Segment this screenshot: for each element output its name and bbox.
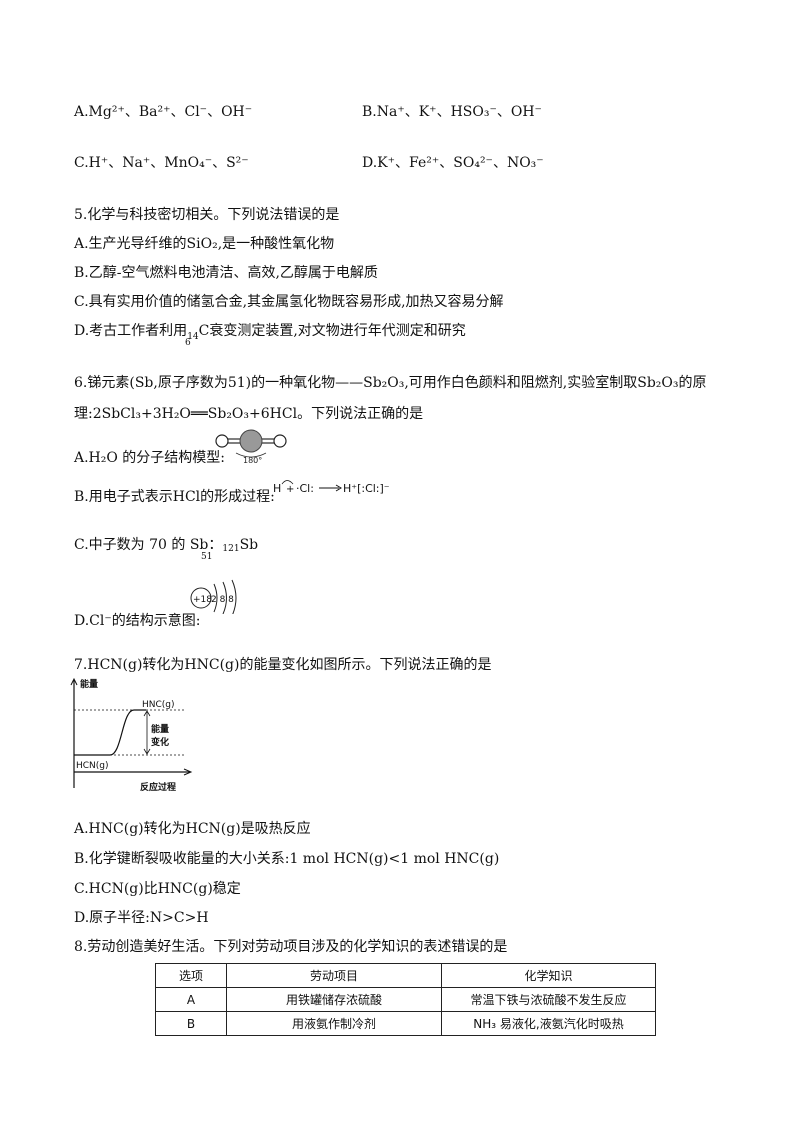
h-atom: H (273, 482, 281, 495)
shell-arc-3 (231, 579, 237, 614)
nucleus-charge: +18 (193, 595, 212, 605)
q4-option-a: A.Mg²⁺、Ba²⁺、Cl⁻、OH⁻ (74, 104, 253, 120)
delta-label-2: 变化 (151, 736, 169, 748)
q5-option-d: D.考古工作者利用14C衰变测定装置,对文物进行年代测定和研究 (74, 320, 466, 342)
q5-option-d-post: 衰变测定装置,对文物进行年代测定和研究 (209, 323, 466, 339)
q8-table: 选项 劳动项目 化学知识 A 用铁罐储存浓硫酸 常温下铁与浓硫酸不发生反应 B … (155, 963, 656, 1036)
x-axis-label: 反应过程 (140, 781, 176, 793)
q6-option-c-pre: C.中子数为 70 的 Sb： (74, 537, 223, 553)
q5-isotope-mass: 14 (187, 332, 199, 342)
plus-sign: + (286, 484, 294, 495)
h2o-linear-model-figure: 180° (215, 429, 287, 465)
table-cell: 用铁罐储存浓硫酸 (226, 987, 442, 1012)
q4-option-b: B.Na⁺、K⁺、HSO₃⁻、OH⁻ (362, 104, 542, 120)
q6-option-a: A.H₂O 的分子结构模型: (74, 450, 226, 466)
q5-option-b: B.乙醇-空气燃料电池清洁、高效,乙醇属于电解质 (74, 265, 378, 281)
oxygen-atom (239, 429, 263, 453)
cl-ion-structure-figure: +18 2 8 8 (190, 579, 237, 614)
q6-stem-line1: 6.锑元素(Sb,原子序数为51)的一种氧化物——Sb₂O₃,可用作白色颜料和阻… (74, 375, 707, 391)
energy-curve (74, 709, 146, 756)
y-axis-label: 能量 (80, 678, 98, 690)
q5-isotope-element: C (198, 323, 210, 339)
q4-option-d: D.K⁺、Fe²⁺、SO₄²⁻、NO₃⁻ (362, 155, 544, 171)
table-cell: A (155, 987, 227, 1012)
cl-atom: ·Cl: (296, 482, 314, 495)
hcn-label: HCN(g) (76, 761, 109, 771)
shell-arc-2 (222, 581, 227, 614)
q7-option-a: A.HNC(g)转化为HCN(g)是吸热反应 (74, 821, 311, 837)
delta-arrow-bottom (143, 748, 151, 755)
q7-stem: 7.HCN(g)转化为HNC(g)的能量变化如图所示。下列说法正确的是 (74, 657, 492, 673)
q5-option-c: C.具有实用价值的储氢合金,其金属氢化物既容易形成,加热又容易分解 (74, 294, 504, 310)
reaction-arrow-head (335, 484, 342, 492)
delta-label-1: 能量 (151, 723, 169, 735)
q5-option-d-pre: D.考古工作者利用 (74, 323, 188, 339)
q6-option-d: D.Cl⁻的结构示意图: (74, 613, 201, 629)
q8-stem: 8.劳动创造美好生活。下列对劳动项目涉及的化学知识的表述错误的是 (74, 939, 508, 955)
table-row: A 用铁罐储存浓硫酸 常温下铁与浓硫酸不发生反应 (155, 987, 656, 1012)
table-header-row: 选项 劳动项目 化学知识 (155, 963, 656, 988)
table-header-knowledge: 化学知识 (441, 963, 656, 988)
table-cell: 常温下铁与浓硫酸不发生反应 (441, 987, 656, 1012)
q6-element-symbol: Sb (239, 537, 259, 553)
table-cell: 用液氨作制冷剂 (226, 1011, 442, 1036)
q6-option-b: B.用电子式表示HCl的形成过程: (74, 489, 275, 505)
x-axis-arrow (183, 768, 193, 776)
table-row: B 用液氨作制冷剂 NH₃ 易液化,液氨汽化时吸热 (155, 1011, 656, 1036)
angle-arc (235, 452, 267, 458)
delta-arrow-top (143, 710, 151, 717)
nucleus-circle (190, 587, 212, 609)
q5-option-a: A.生产光导纤维的SiO₂,是一种酸性氧化物 (74, 236, 335, 252)
q7-option-c: C.HCN(g)比HNC(g)稳定 (74, 881, 241, 897)
table-header-task: 劳动项目 (226, 963, 442, 988)
bond-angle-label: 180° (243, 456, 262, 465)
hydrogen-atom-left (215, 434, 229, 448)
hcl-electron-formula-figure: H + ·Cl: H⁺[:Cl:]⁻ (273, 480, 390, 495)
y-axis-arrow (70, 677, 78, 686)
shell-arc-1 (213, 583, 218, 613)
hydrogen-atom-right (273, 434, 287, 448)
q5-isotope-number: 6 (185, 338, 191, 348)
q5-stem: 5.化学与科技密切相关。下列说法错误的是 (74, 207, 340, 223)
table-header-option: 选项 (155, 963, 227, 988)
q6-mass-number: 121 (222, 544, 240, 554)
hnc-label: HNC(g) (142, 700, 175, 710)
q6-stem-line2: 理:2SbCl₃+3H₂O══Sb₂O₃+6HCl。下列说法正确的是 (74, 406, 424, 422)
shell-electrons: 2 8 8 (211, 595, 234, 605)
q6-atomic-number: 51 (201, 552, 213, 562)
energy-diagram: 能量 反应过程 HNC(g) HCN(g) 能量 变化 (70, 677, 193, 793)
ionic-product: H⁺[:Cl:]⁻ (343, 482, 390, 495)
q6-option-c: C.中子数为 70 的 Sb：121Sb (74, 534, 258, 554)
q7-option-d: D.原子半径:N>C>H (74, 910, 209, 926)
table-cell: NH₃ 易液化,液氨汽化时吸热 (441, 1011, 656, 1036)
table-cell: B (155, 1011, 227, 1036)
q4-option-c: C.H⁺、Na⁺、MnO₄⁻、S²⁻ (74, 155, 249, 171)
electron-arrow (281, 480, 294, 485)
q7-option-b: B.化学键断裂吸收能量的大小关系:1 mol HCN(g)<1 mol HNC(… (74, 851, 500, 867)
